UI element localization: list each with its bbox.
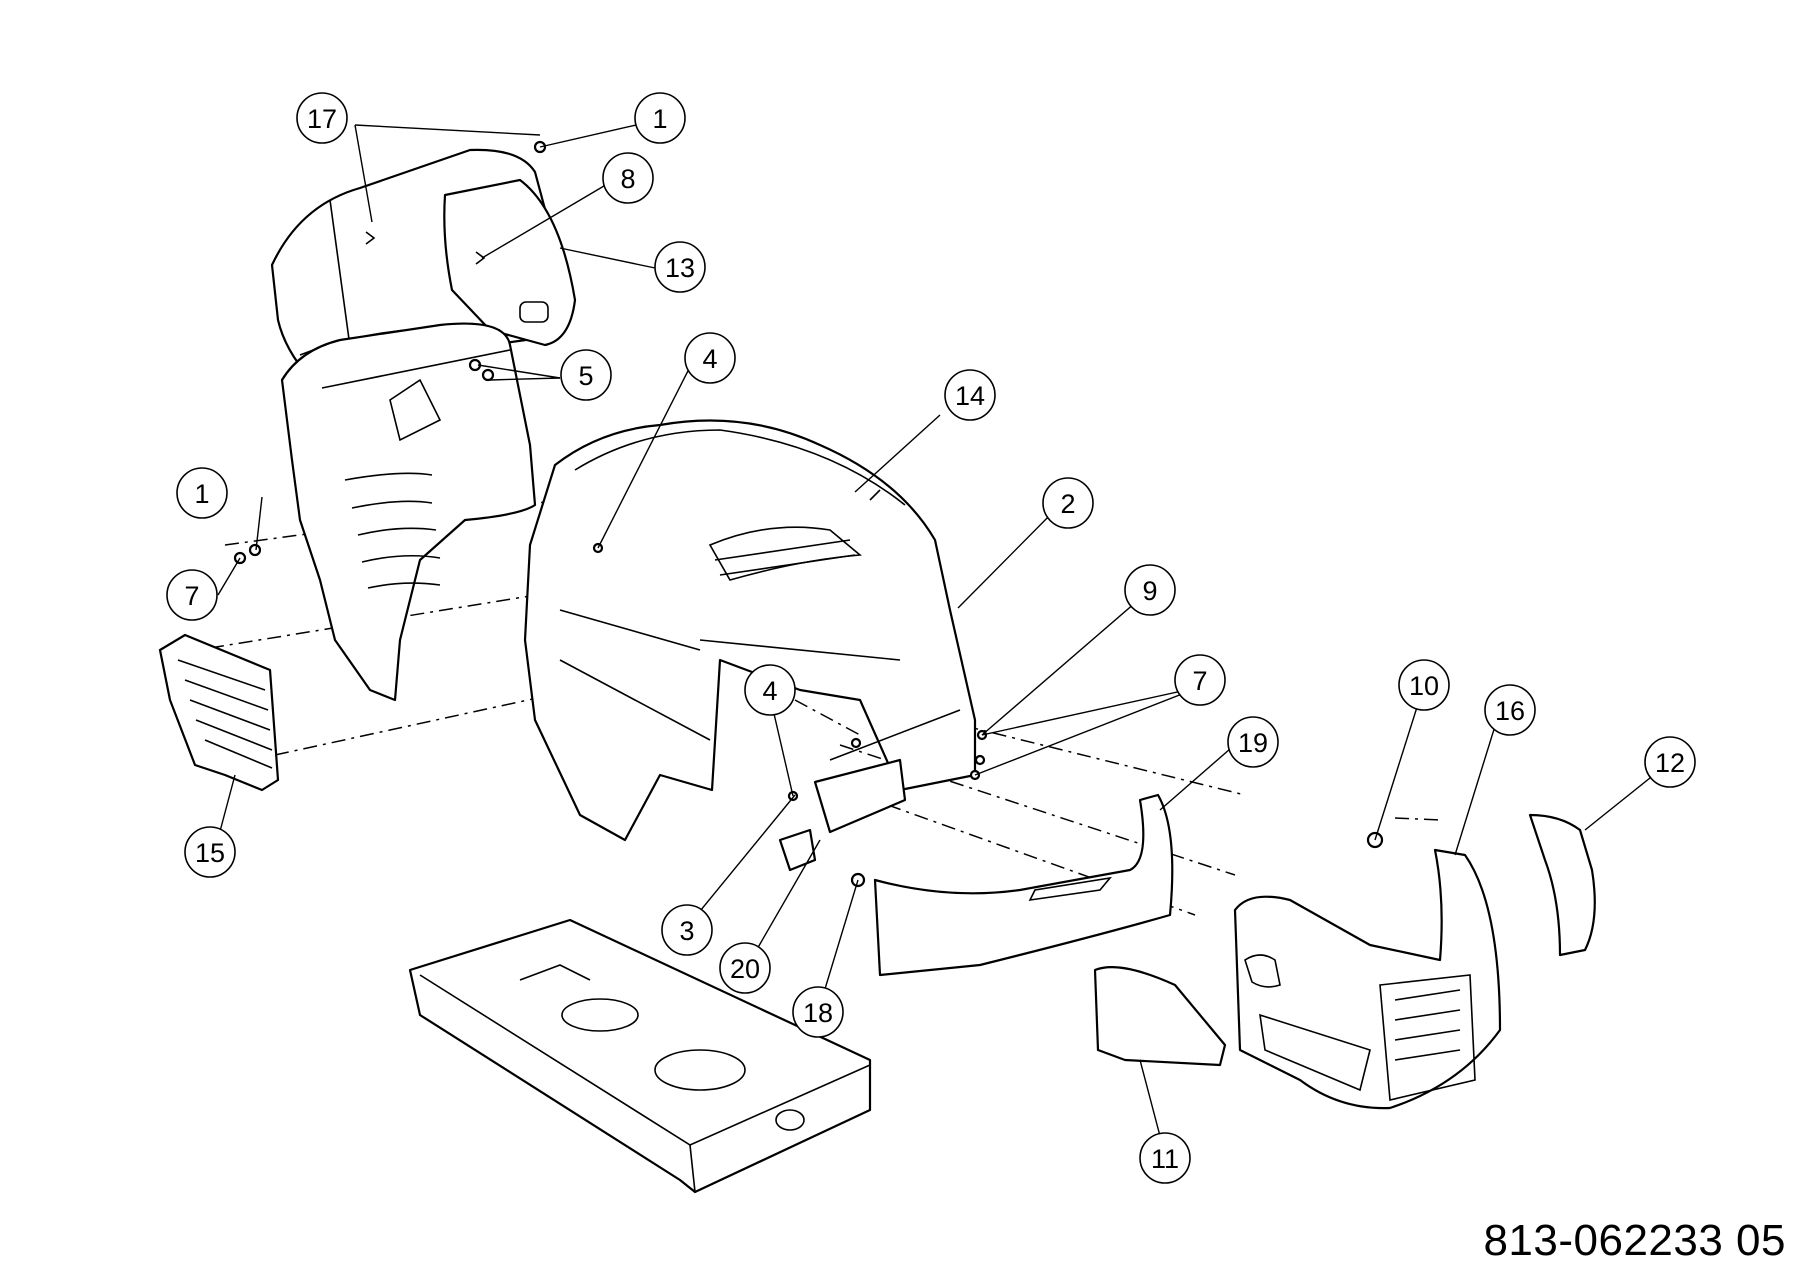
callout-1: 1 [634,92,686,144]
callout-8: 8 [602,152,654,204]
side-trim [1528,813,1596,957]
callout-4: 4 [744,664,796,716]
svg-text:1: 1 [194,479,209,509]
svg-text:5: 5 [578,361,593,391]
svg-text:4: 4 [702,344,717,374]
callout-10: 10 [1398,659,1450,711]
svg-text:20: 20 [730,954,760,984]
callout-17: 17 [296,92,348,144]
front-bumper [873,793,1174,977]
svg-text:7: 7 [184,581,199,611]
svg-text:11: 11 [1151,1144,1179,1174]
callout-13: 13 [654,241,706,293]
svg-text:8: 8 [620,164,635,194]
svg-text:1: 1 [652,104,667,134]
svg-text:18: 18 [803,998,833,1028]
svg-text:13: 13 [665,253,695,283]
callout-11: 11 [1139,1132,1191,1184]
side-grille [158,633,280,792]
rear-fender [280,322,537,702]
callout-19: 19 [1227,716,1279,768]
chassis-frame [408,918,872,1194]
callout-14: 14 [944,369,996,421]
callout-15: 15 [184,826,236,878]
front-nose [1233,848,1502,1110]
svg-text:10: 10 [1409,671,1439,701]
svg-text:7: 7 [1192,666,1207,696]
svg-text:9: 9 [1142,576,1157,606]
headlight-lens [1093,966,1227,1067]
mount-bracket [778,758,907,872]
callout-12: 12 [1644,736,1696,788]
callout-3: 3 [661,904,713,956]
svg-text:14: 14 [955,381,985,411]
callout-16: 16 [1484,684,1536,736]
callout-5: 5 [560,349,612,401]
svg-text:16: 16 [1495,696,1525,726]
callout-2: 2 [1042,477,1094,529]
callout-7: 7 [166,569,218,621]
drawing-number: 813-062233 05 [1483,1216,1786,1265]
svg-text:12: 12 [1655,748,1685,778]
callout-1: 1 [176,467,228,519]
fasteners [233,140,1384,888]
svg-text:3: 3 [679,916,694,946]
svg-text:19: 19 [1238,728,1268,758]
svg-text:4: 4 [762,676,777,706]
callout-4: 4 [684,332,736,384]
hood-body [523,419,977,842]
callout-18: 18 [792,986,844,1038]
svg-text:17: 17 [307,104,337,134]
svg-text:2: 2 [1060,489,1075,519]
callout-20: 20 [719,942,771,994]
callout-9: 9 [1124,564,1176,616]
svg-text:15: 15 [195,838,225,868]
callout-7: 7 [1174,654,1226,706]
